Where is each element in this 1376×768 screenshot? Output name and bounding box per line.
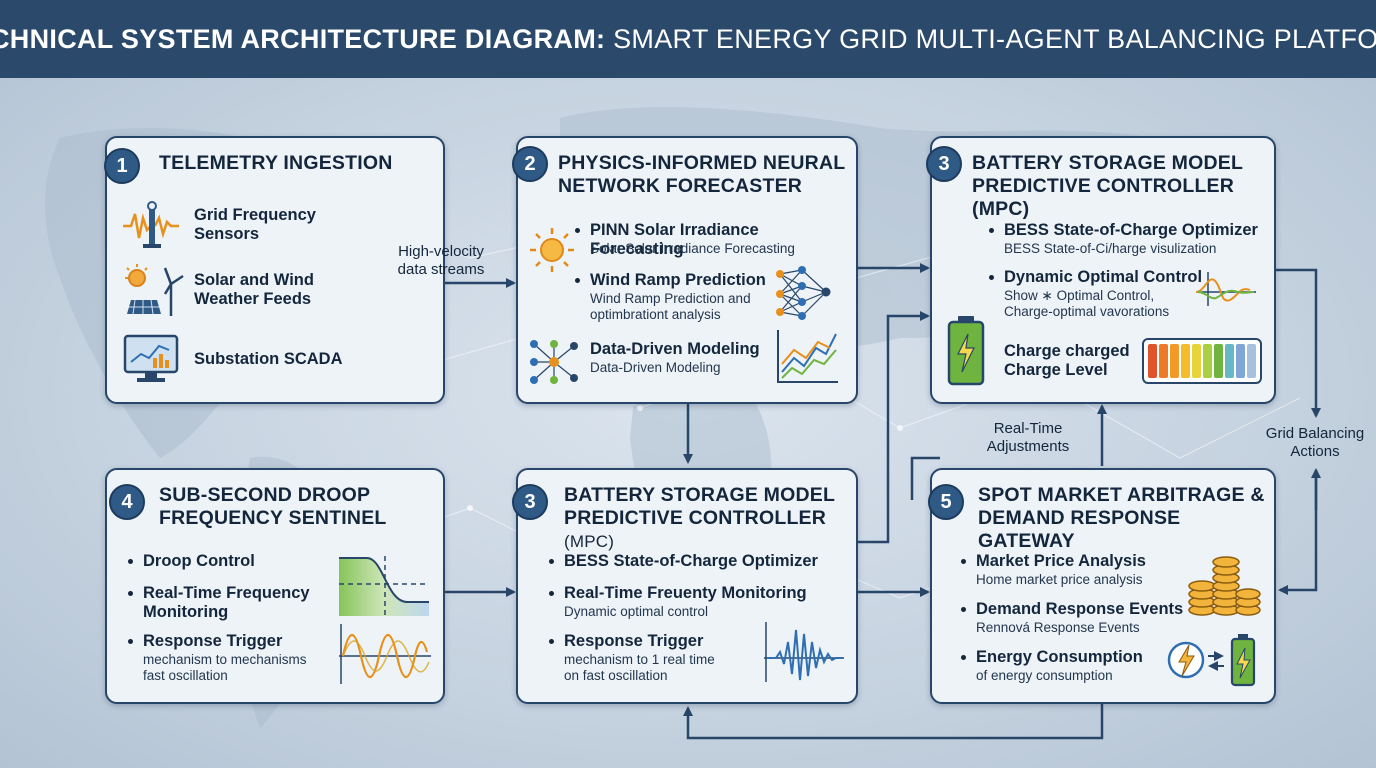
charge-level-gauge bbox=[1142, 338, 1262, 384]
panel-title-line1: SUB-SECOND DROOP bbox=[159, 484, 371, 506]
telemetry-item-weather-feeds: Solar and Wind Weather Feeds bbox=[194, 271, 314, 308]
panel-title-line2: PREDICTIVE CONTROLLER bbox=[564, 507, 827, 529]
panel-mpc-bottom: 3 BATTERY STORAGE MODEL PREDICTIVE CONTR… bbox=[512, 468, 858, 704]
panel-droop-sentinel: 4 SUB-SECOND DROOP FREQUENCY SENTINEL Dr… bbox=[105, 468, 445, 704]
line-chart-icon bbox=[777, 330, 838, 383]
pinn-item-wind-heading: Wind Ramp Prediction bbox=[575, 271, 766, 289]
pinn-item-solar-sub: Solar Solar Irradiance Forecasting bbox=[590, 241, 795, 256]
pinn-item-data-sub: Data-Driven Modeling bbox=[590, 360, 721, 375]
mpcb-item-response: Response Trigger bbox=[548, 632, 704, 650]
label-real-time-adjustments: Real-Time Adjustments bbox=[986, 420, 1070, 455]
pinn-item-solar-heading: PINN Solar Irradiance Forecasting bbox=[575, 221, 856, 259]
battery-charging-icon bbox=[947, 316, 985, 386]
panel-title-line1: BATTERY STORAGE MODEL bbox=[972, 152, 1244, 174]
mpcb-item-monitoring-sub: Dynamic optimal control bbox=[564, 604, 709, 619]
droop-item-monitoring: Real-Time Frequency Monitoring bbox=[128, 584, 310, 621]
droop-item-response: Response Trigger bbox=[127, 632, 283, 650]
mpc-item-soc-heading: BESS State-of-Charge Optimizer bbox=[989, 221, 1258, 239]
panel-title-line2: PREDICTIVE CONTROLLER (MPC) bbox=[972, 175, 1235, 220]
market-item-price-sub: Home market price analysis bbox=[976, 572, 1143, 587]
page-title: TECHNICAL SYSTEM ARCHITECTURE DIAGRAM: S… bbox=[0, 24, 1376, 55]
panel-title-line2: DEMAND RESPONSE GATEWAY bbox=[978, 507, 1181, 552]
solar-wind-icon bbox=[125, 264, 184, 316]
market-item-demand-heading: Demand Response Events bbox=[960, 600, 1184, 618]
title-bold: TECHNICAL SYSTEM ARCHITECTURE DIAGRAM: bbox=[0, 23, 606, 54]
panel-title-line1: BATTERY STORAGE MODEL bbox=[564, 484, 836, 506]
pinn-item-data-heading: Data-Driven Modeling bbox=[590, 340, 760, 358]
droop-item-response-sub: mechanism to mechanisms fast oscillation bbox=[143, 652, 307, 683]
mpc-item-charge-level: Charge charged Charge Level bbox=[1004, 342, 1130, 379]
frequency-sensor-icon bbox=[123, 201, 179, 248]
panel-number-badge: 2 bbox=[512, 146, 548, 182]
panel-number-badge: 3 bbox=[512, 484, 548, 520]
panel-title: TELEMETRY INGESTION bbox=[159, 152, 393, 174]
market-item-price-heading: Market Price Analysis bbox=[961, 552, 1146, 570]
panel-title: BATTERY STORAGE MODEL PREDICTIVE CONTROL… bbox=[972, 152, 1274, 221]
panel-title-line1: PHYSICS-INFORMED NEURAL bbox=[558, 152, 846, 174]
panel-title-line2: FREQUENCY SENTINEL bbox=[159, 507, 387, 529]
panel-title: SUB-SECOND DROOP FREQUENCY SENTINEL bbox=[159, 484, 387, 530]
panel-title-line2: NETWORK FORECASTER bbox=[558, 175, 803, 197]
panel-title-line2-suffix: (MPC) bbox=[564, 532, 615, 551]
sun-icon bbox=[530, 228, 574, 272]
data-model-network-icon bbox=[530, 340, 578, 384]
mpcb-item-soc: BESS State-of-Charge Optimizer bbox=[549, 552, 818, 570]
telemetry-item-grid-frequency: Grid Frequency Sensors bbox=[194, 206, 316, 243]
energy-exchange-icon bbox=[1167, 634, 1256, 687]
mpc-item-control-heading: Dynamic Optimal Control bbox=[988, 268, 1203, 286]
control-curve-icon bbox=[1195, 272, 1256, 306]
panel-title-line1: SPOT MARKET ARBITRAGE & bbox=[978, 484, 1265, 506]
market-item-energy-heading: Energy Consumption bbox=[961, 648, 1143, 666]
title-bar: TECHNICAL SYSTEM ARCHITECTURE DIAGRAM: S… bbox=[0, 0, 1376, 78]
panel-number-badge: 3 bbox=[926, 146, 962, 182]
market-item-energy-sub: of energy consumption bbox=[976, 668, 1113, 683]
droop-curve-icon bbox=[339, 556, 429, 616]
panel-title: PHYSICS-INFORMED NEURAL NETWORK FORECAST… bbox=[558, 152, 845, 198]
frequency-burst-icon bbox=[764, 622, 844, 682]
mpc-item-soc-sub: BESS State-of-Ci/harge visulization bbox=[1004, 241, 1217, 256]
label-grid-balancing-actions: Grid Balancing Actions bbox=[1265, 425, 1365, 460]
panel-title: BATTERY STORAGE MODEL PREDICTIVE CONTROL… bbox=[564, 484, 856, 553]
panel-number-badge: 1 bbox=[104, 148, 140, 184]
panel-number-badge: 5 bbox=[928, 484, 964, 520]
panel-number-badge: 4 bbox=[109, 484, 145, 520]
panel-title: SPOT MARKET ARBITRAGE & DEMAND RESPONSE … bbox=[978, 484, 1274, 553]
scada-monitor-icon bbox=[123, 334, 179, 382]
telemetry-item-scada: Substation SCADA bbox=[194, 350, 343, 368]
label-data-streams: High-velocity data streams bbox=[397, 243, 485, 278]
coin-stacks-icon bbox=[1188, 556, 1261, 616]
neural-network-icon bbox=[776, 266, 831, 320]
mpcb-item-response-sub: mechanism to 1 real time on fast oscilla… bbox=[564, 652, 715, 683]
panel-pinn-forecaster: 2 PHYSICS-INFORMED NEURAL NETWORK FORECA… bbox=[512, 136, 858, 404]
title-light: SMART ENERGY GRID MULTI-AGENT BALANCING … bbox=[605, 23, 1376, 54]
mpcb-item-monitoring: Real-Time Freuenty Monitoring bbox=[549, 584, 807, 602]
panel-mpc-top: 3 BATTERY STORAGE MODEL PREDICTIVE CONTR… bbox=[926, 136, 1276, 404]
market-item-demand-sub: Rennová Response Events bbox=[976, 620, 1140, 635]
pinn-item-wind-sub: Wind Ramp Prediction and optimbrationt a… bbox=[590, 291, 751, 322]
oscillation-wave-icon bbox=[339, 624, 431, 684]
panel-telemetry-ingestion: 1 TELEMETRY INGESTION Grid Frequency Sen… bbox=[104, 136, 445, 404]
panel-market-gateway: 5 SPOT MARKET ARBITRAGE & DEMAND RESPONS… bbox=[928, 468, 1276, 704]
droop-item-control: Droop Control bbox=[128, 552, 255, 570]
mpc-item-control-sub: Show ∗ Optimal Control, Charge-optimal v… bbox=[1004, 288, 1170, 319]
